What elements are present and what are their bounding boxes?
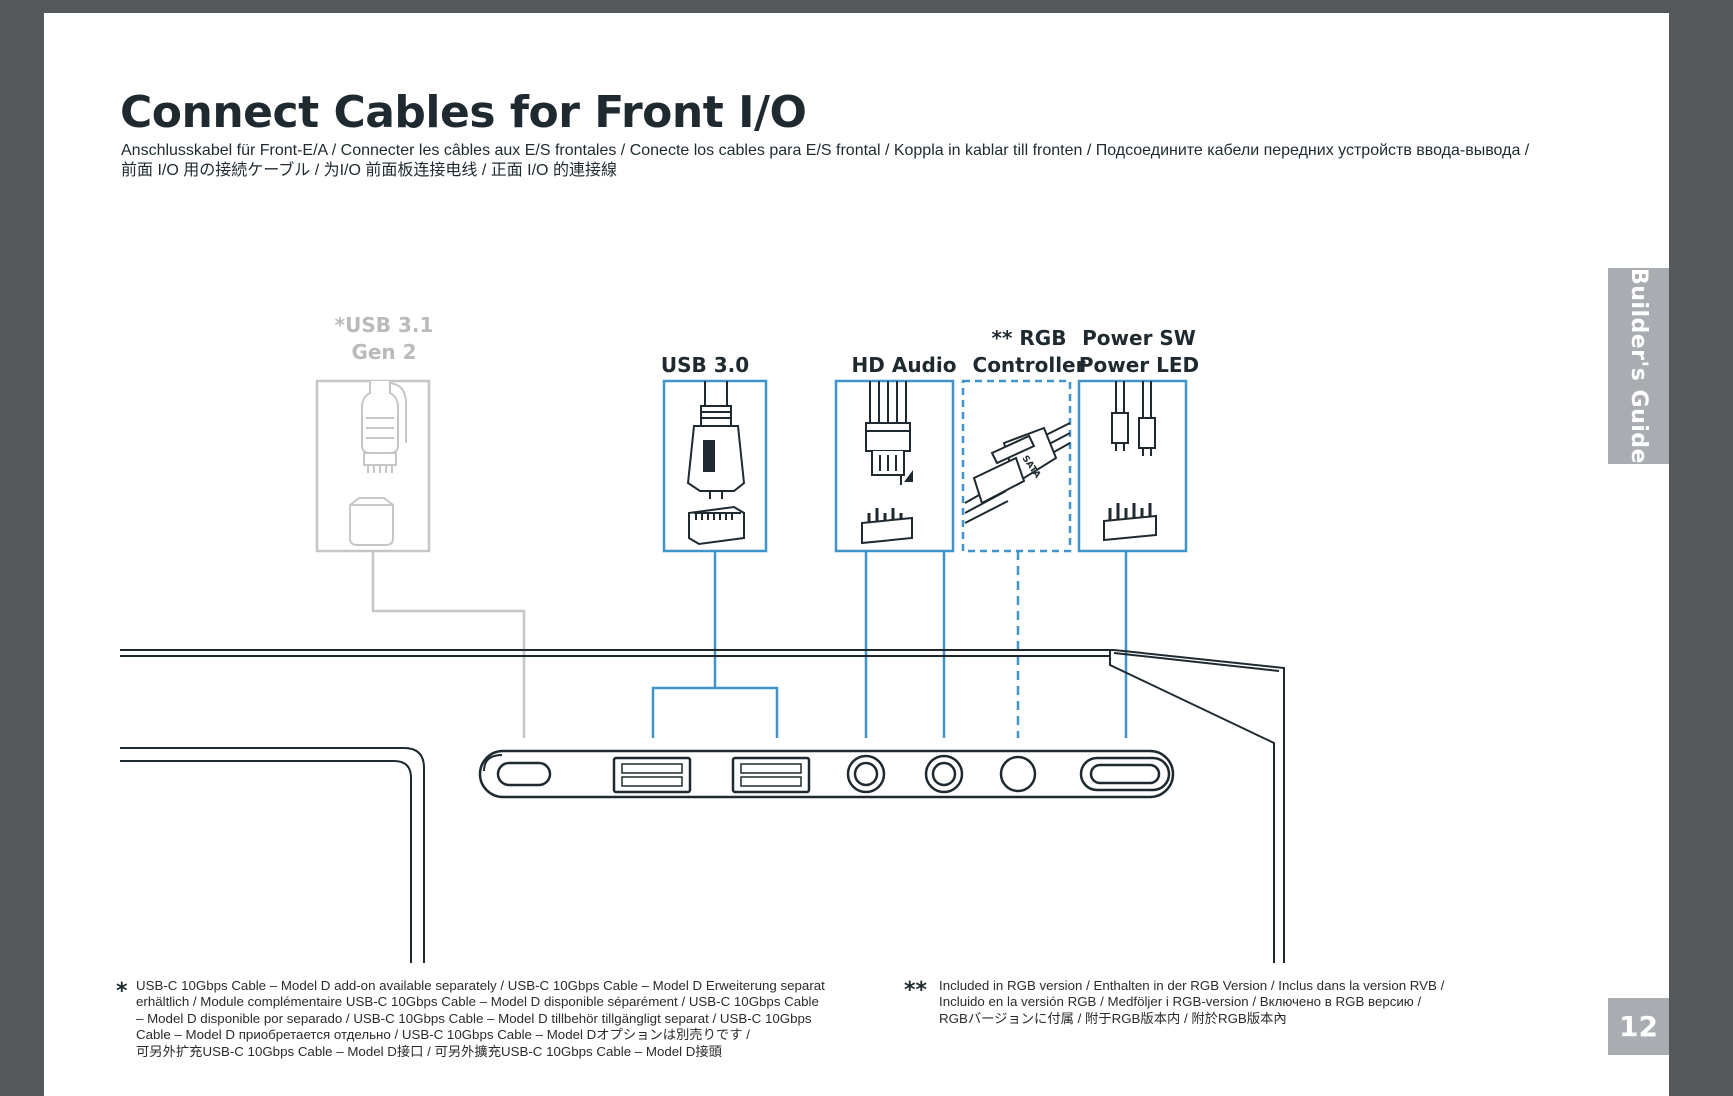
footnote-1: USB-C 10Gbps Cable – Model D add-on avai…: [136, 978, 896, 1060]
hd-audio-plug-icon: [861, 381, 913, 545]
rgb-label-line2: Controller: [972, 353, 1086, 377]
subtitle-line-1: Anschlusskabel für Front-E/A / Connecter…: [121, 142, 1530, 159]
power-plug-icon: [1103, 381, 1157, 542]
usb30-label: USB 3.0: [660, 353, 750, 377]
footnote-2-line: Included in RGB version / Enthalten in d…: [939, 978, 1445, 993]
usb31-line: [371, 551, 526, 738]
footnote-1-line: 可另外扩充USB-C 10Gbps Cable – Model D接口 / 可另…: [136, 1043, 722, 1059]
rgb-box: [961, 379, 1072, 553]
page-subtitle: Anschlusskabel für Front-E/A / Connecter…: [121, 141, 1661, 181]
usb31-plug-icon: [349, 381, 407, 546]
usb-a-port-2: [731, 756, 811, 794]
footnote-1-line: – Model D disponible por separado / USB-…: [136, 1010, 812, 1026]
rgb-star: **: [991, 326, 1013, 350]
footnote-1-marker: *: [116, 979, 128, 1004]
footnote-1-line: erhältlich / Module complémentaire USB-C…: [136, 994, 819, 1010]
headphone-jack: [846, 754, 886, 794]
subtitle-line-2: 前面 I/O 用の接続ケーブル / 为I/O 前面板连接电线 / 正面 I/O …: [121, 162, 617, 179]
front-io-diagram: SATA: [120, 379, 1285, 963]
rgb-button: [999, 755, 1037, 793]
hd-audio-lines: [864, 551, 946, 738]
footnote-2-marker: **: [904, 978, 928, 1003]
page-title: Connect Cables for Front I/O: [120, 87, 807, 138]
sata-plug-icon: SATA: [964, 422, 1071, 524]
usb31-label: *USB 3.1 Gen 2: [314, 312, 454, 366]
case-outline: [120, 649, 1285, 963]
manual-page: Connect Cables for Front I/O Anschlusska…: [44, 13, 1669, 1096]
usb31-star: *: [334, 313, 346, 337]
footnote-2-line: Incluido en la versión RGB / Medföljer i…: [939, 994, 1422, 1010]
hd-audio-label: HD Audio: [851, 353, 957, 377]
footnote-2-line: RGBバージョンに付属 / 附于RGB版本内 / 附於RGB版本內: [939, 1010, 1287, 1026]
power-box: [1077, 379, 1188, 553]
footnote-1-line: USB-C 10Gbps Cable – Model D add-on avai…: [136, 978, 825, 993]
microphone-jack: [924, 754, 964, 794]
power-label-line1: Power SW: [1082, 326, 1196, 350]
power-label: Power SW Power LED: [1074, 325, 1204, 379]
usb30-line: [651, 551, 779, 738]
section-tab: Builder's Guide: [1608, 268, 1669, 464]
io-panel: [478, 749, 1175, 799]
rgb-label-line1: RGB: [1019, 326, 1067, 350]
footnote-1-line: Cable – Model D приобретается отдельно /…: [136, 1027, 750, 1043]
page-number: 12: [1608, 998, 1669, 1055]
hd-audio-box: [834, 379, 955, 553]
rgb-controller-label: ** RGB Controller: [964, 325, 1094, 379]
power-label-line2: Power LED: [1078, 353, 1200, 377]
footnote-2: Included in RGB version / Enthalten in d…: [939, 978, 1539, 1027]
usb30-plug-icon: [686, 381, 746, 546]
usb31-label-line1: USB 3.1: [345, 313, 434, 337]
usb31-label-line2: Gen 2: [351, 340, 417, 364]
section-tab-label: Builder's Guide: [1626, 268, 1651, 464]
power-button: [1079, 756, 1171, 792]
usb-c-port: [496, 761, 552, 787]
usb-a-port-1: [612, 756, 692, 794]
